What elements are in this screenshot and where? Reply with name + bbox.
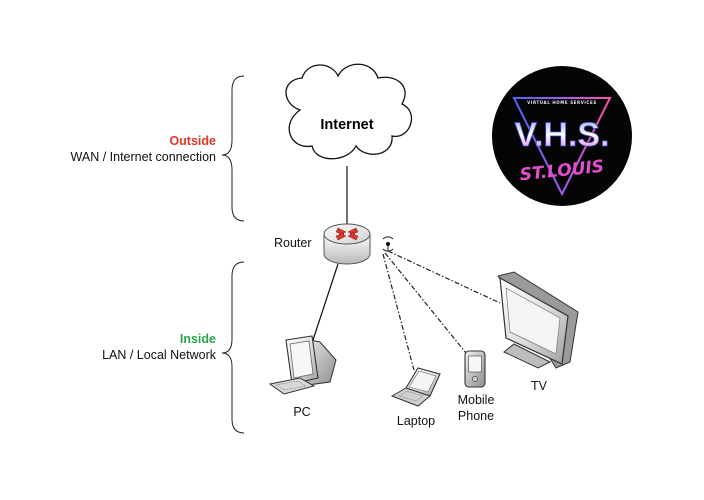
- tv-icon: [497, 271, 579, 369]
- outside-brace: [221, 75, 245, 222]
- vhs-logo: VIRTUAL HOME SERVICES V.H.S. ST.LOUIS: [492, 66, 632, 206]
- wireless-link-laptop: [382, 253, 415, 371]
- logo-tagline: VIRTUAL HOME SERVICES: [527, 100, 597, 105]
- laptop-icon: [390, 367, 441, 407]
- wireless-links: [382, 250, 501, 371]
- internet-label: Internet: [320, 117, 373, 133]
- laptop-label: Laptop: [396, 414, 436, 428]
- mobile-phone-icon: [464, 350, 486, 388]
- mobile-phone-label-line2: Phone: [457, 409, 495, 423]
- pc-label: PC: [293, 405, 311, 419]
- wireless-link-phone: [384, 252, 467, 354]
- outside-subtitle: WAN / Internet connection: [70, 150, 216, 164]
- inside-subtitle: LAN / Local Network: [102, 348, 216, 362]
- mobile-phone-label-line1: Mobile: [457, 393, 495, 407]
- pc-icon: [268, 335, 337, 395]
- internet-cloud-icon: [285, 63, 413, 160]
- wireless-link-tv: [387, 250, 501, 304]
- inside-brace: [221, 261, 245, 434]
- inside-title: Inside: [179, 332, 216, 346]
- outside-title: Outside: [169, 134, 216, 148]
- tv-label: TV: [531, 379, 547, 393]
- router-icon: [323, 223, 371, 265]
- logo-name: V.H.S.: [514, 116, 609, 154]
- wifi-signal-icon: [382, 236, 394, 252]
- router-label: Router: [274, 236, 312, 250]
- router-pc-link: [311, 263, 339, 344]
